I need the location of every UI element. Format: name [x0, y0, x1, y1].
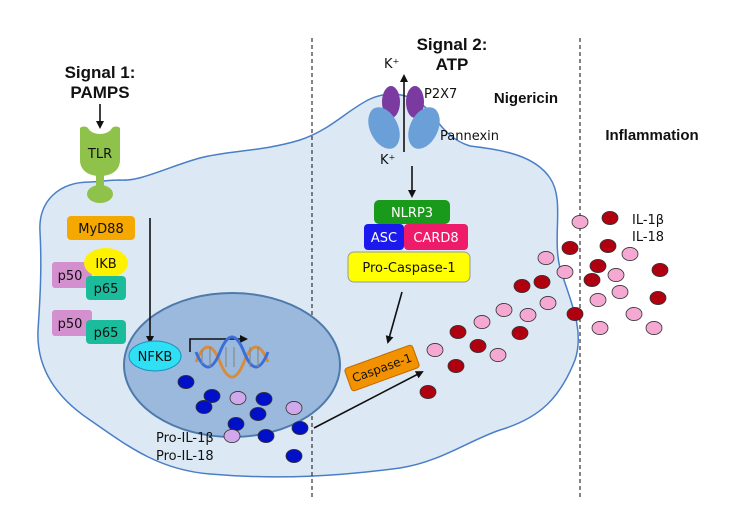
secretion-arrow — [313, 371, 424, 429]
il1b-dot — [566, 307, 584, 321]
il18-dot — [621, 247, 639, 261]
il18-dot — [539, 296, 557, 310]
pro-il18-dot — [229, 391, 247, 405]
myd88-box — [67, 216, 135, 240]
pro-cytokine-dots — [177, 375, 309, 463]
pro-il1b-dot — [249, 407, 267, 421]
il18-dot — [591, 321, 609, 335]
nlrp3-label: NLRP3 — [391, 206, 433, 221]
il18-dot — [607, 268, 625, 282]
il18-dot — [519, 308, 537, 322]
pannexin-label: Pannexin — [440, 129, 499, 144]
pro-caspase-label: Pro-Caspase-1 — [362, 261, 455, 276]
asc-label: ASC — [371, 231, 397, 246]
il18-dot — [589, 293, 607, 307]
pro-il1b-dot — [177, 375, 195, 389]
il1b-label: IL-1β — [632, 213, 664, 228]
pro-caspase-box — [347, 251, 471, 283]
il1b-dot — [649, 291, 667, 305]
p65-box-2 — [86, 320, 126, 344]
card8-label: CARD8 — [413, 231, 458, 246]
nigericin-label: Nigericin — [494, 90, 558, 107]
p50-label-1: p50 — [58, 269, 83, 284]
il1b-dot — [449, 325, 467, 339]
pro-il1b-dot — [291, 421, 309, 435]
signal1-subtitle: PAMPS — [70, 83, 129, 102]
il1b-dot — [533, 275, 551, 289]
tlr-label: TLR — [87, 147, 112, 162]
signal2-subtitle: ATP — [436, 55, 469, 74]
ikb-oval — [84, 248, 128, 278]
p2x7-label: P2X7 — [424, 87, 457, 102]
il18-dot — [571, 215, 589, 229]
il18-dot — [625, 307, 643, 321]
il18-dot — [611, 285, 629, 299]
k-ion-bottom: K⁺ — [380, 153, 395, 168]
p65-box-1 — [86, 276, 126, 300]
il1b-dot — [601, 211, 619, 225]
il18-dot — [556, 265, 574, 279]
pro-il18-label: Pro-IL-18 — [156, 449, 214, 464]
il18-label: IL-18 — [632, 230, 664, 245]
signal1-title: Signal 1: — [65, 63, 136, 82]
il18-dot — [489, 348, 507, 362]
nfkb-label: NFKB — [138, 350, 173, 365]
p50-box-2 — [52, 310, 92, 336]
pro-il1b-dot — [227, 417, 245, 431]
pro-il1b-dot — [285, 449, 303, 463]
pro-il1b-dot — [255, 392, 273, 406]
card8-box — [404, 224, 468, 250]
pro-il1b-dot — [257, 429, 275, 443]
il1b-dot — [561, 241, 579, 255]
cleavage-arrow — [385, 291, 403, 344]
tlr-receptor — [80, 126, 120, 203]
il1b-dot — [589, 259, 607, 273]
p50-label-2: p50 — [58, 317, 83, 332]
il18-dot — [426, 343, 444, 357]
mature-cytokine-dots — [419, 211, 669, 399]
p65-label-1: p65 — [94, 282, 119, 297]
signal2-title: Signal 2: — [417, 35, 488, 54]
il1b-dot — [583, 273, 601, 287]
p50-box-1 — [52, 262, 92, 288]
p65-label-2: p65 — [94, 326, 119, 341]
il18-dot — [473, 315, 491, 329]
caspase-box — [344, 344, 420, 392]
k-ion-top: K⁺ — [384, 57, 399, 72]
il18-dot — [645, 321, 663, 335]
il1b-dot — [469, 339, 487, 353]
asc-box — [364, 224, 404, 250]
pro-il1b-dot — [195, 400, 213, 414]
inflammation-label: Inflammation — [605, 127, 698, 144]
pro-il1b-label: Pro-IL-1β — [156, 431, 214, 446]
il1b-dot — [447, 359, 465, 373]
il18-dot — [537, 251, 555, 265]
nlrp3-box — [374, 200, 450, 224]
myd88-label: MyD88 — [78, 222, 123, 237]
il1b-dot — [599, 239, 617, 253]
il1b-dot — [651, 263, 669, 277]
il1b-dot — [513, 279, 531, 293]
ikb-label: IKB — [95, 257, 116, 272]
dna-icon — [194, 335, 270, 379]
nfkb-oval — [128, 340, 182, 372]
pro-il18-dot — [285, 401, 303, 415]
pro-il18-dot — [223, 429, 241, 443]
il1b-dot — [511, 326, 529, 340]
pro-il1b-dot — [203, 389, 221, 403]
pannexin-channel — [368, 107, 440, 149]
il18-dot — [495, 303, 513, 317]
il1b-dot — [419, 385, 437, 399]
